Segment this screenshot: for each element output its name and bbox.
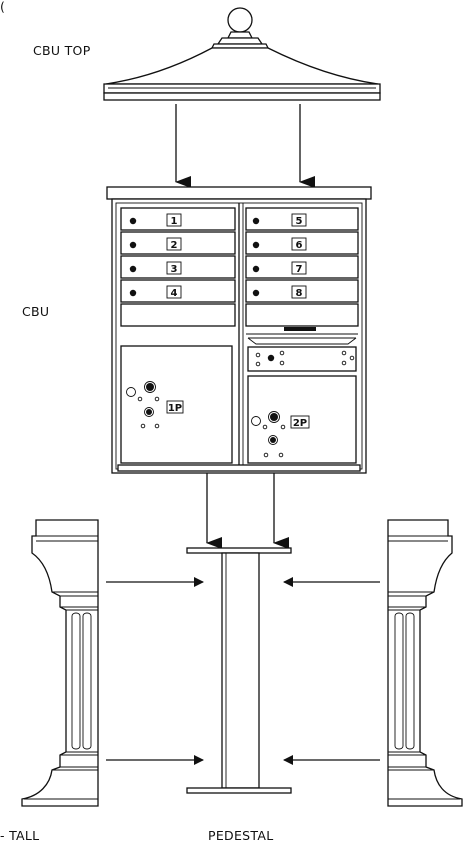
number-plate: [291, 261, 307, 275]
number-plate: [166, 400, 184, 414]
lock-icon: [252, 265, 260, 273]
left-column-cover: [21, 519, 99, 807]
lock-icon: [252, 289, 260, 297]
number-plate: [166, 213, 182, 227]
number-plate: [166, 237, 182, 251]
number-plate: [290, 415, 310, 429]
outgoing-mail-slot: [284, 327, 316, 331]
cbu-bottom-rail: [117, 464, 361, 472]
cbu-top-roof: [103, 7, 381, 101]
compartment-number: 4: [171, 288, 178, 299]
lock-icon: [129, 289, 137, 297]
right-column-cover: [387, 519, 463, 807]
left-doors: 1 2 3 4: [120, 207, 236, 303]
number-plate: [166, 261, 182, 275]
roof-finial-base: [216, 37, 264, 45]
parcel-locker-1p: 1P: [120, 345, 233, 464]
compartment-door: [245, 279, 359, 303]
lock-icon: [129, 217, 137, 225]
compartment-number: 1: [171, 216, 178, 227]
lock-icon: [267, 354, 275, 362]
compartment-door: [120, 207, 236, 231]
master-control-panel: [247, 346, 357, 372]
column-outline: [21, 519, 99, 807]
compartment-number: 2: [171, 240, 178, 251]
compartment-number: 3: [171, 264, 178, 275]
compartment-door: [120, 231, 236, 255]
roof-canopy: [105, 47, 379, 85]
lock-icon: [252, 241, 260, 249]
compartment-number: 1P: [168, 403, 182, 414]
lock-icon: [270, 413, 278, 421]
compartment-door: [245, 231, 359, 255]
compartment-number: 2P: [293, 418, 307, 429]
door-knob: [251, 416, 261, 426]
lock-icon: [146, 383, 154, 391]
outgoing-slot-panel: [245, 303, 359, 327]
label-cbu: CBU: [22, 304, 49, 319]
parcel-door: [247, 375, 357, 464]
lock-icon: [129, 265, 137, 273]
label-tall: - TALL: [0, 828, 39, 843]
compartment-door: [120, 255, 236, 279]
pedestal-base-plate: [186, 787, 292, 794]
number-plate: [291, 237, 307, 251]
roof-trim-lower: [103, 92, 381, 101]
number-plate: [166, 285, 182, 299]
number-plate: [291, 213, 307, 227]
column-outline: [387, 519, 463, 807]
compartment-number: 6: [296, 240, 303, 251]
corner-mark: (: [0, 0, 5, 14]
parcel-door: [120, 345, 233, 464]
roof-trim-upper: [103, 83, 381, 94]
pedestal-column: [221, 552, 260, 789]
compartment-door: [120, 279, 236, 303]
blank-panel: [120, 303, 236, 327]
lock-icon: [270, 437, 276, 443]
label-cbu-top: CBU TOP: [33, 43, 91, 58]
roof-finial-ball: [227, 7, 253, 33]
right-doors: 5 6 7 8: [245, 207, 359, 303]
cbu-top-cap: [106, 186, 372, 200]
compartment-number: 7: [296, 264, 303, 275]
cbu-cabinet: 1 2 3 4 5 6 7 8: [106, 186, 372, 474]
pedestal-post: [186, 547, 292, 794]
door-knob: [126, 387, 136, 397]
pedestal-top-plate: [186, 547, 292, 554]
compartment-door: [245, 207, 359, 231]
label-pedestal: PEDESTAL: [208, 828, 273, 843]
number-plate: [291, 285, 307, 299]
compartment-number: 8: [296, 288, 303, 299]
parcel-locker-2p: 2P: [247, 375, 357, 464]
lock-icon: [252, 217, 260, 225]
roof-finial-neck: [226, 31, 254, 39]
compartment-number: 5: [296, 216, 303, 227]
compartment-door: [245, 255, 359, 279]
lock-icon: [146, 409, 152, 415]
lock-icon: [129, 241, 137, 249]
